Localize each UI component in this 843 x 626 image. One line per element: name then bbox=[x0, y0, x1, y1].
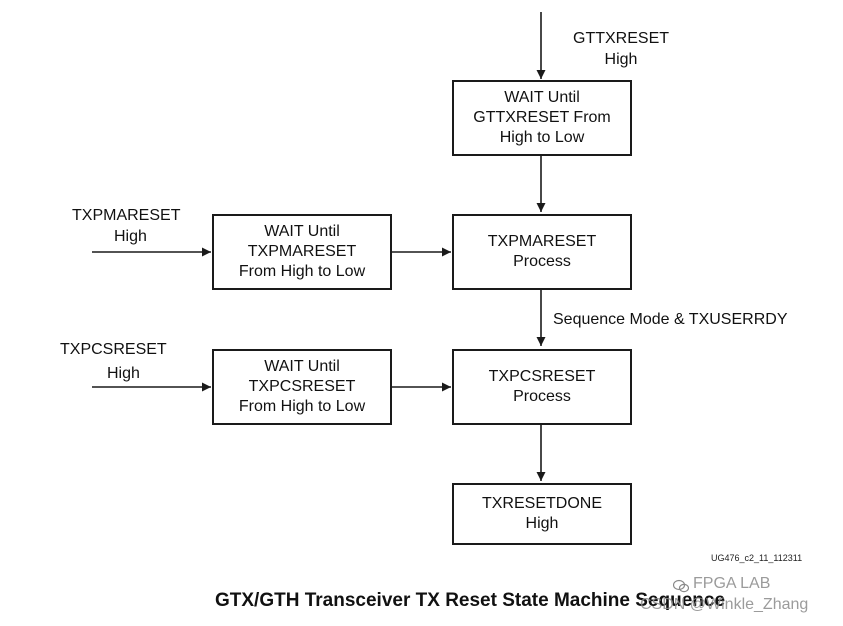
gttxreset-input-label: GTTXRESET High bbox=[573, 30, 670, 68]
watermark-fpga-lab: FPGA LAB bbox=[693, 575, 771, 592]
txpmareset-input-label: TXPMARESET High bbox=[72, 207, 181, 245]
watermark-csdn: CSDN @Winkle_Zhang bbox=[640, 596, 809, 613]
wait-txpmareset-state: WAIT Until TXPMARESET From High to Low bbox=[212, 214, 392, 290]
txpcsreset-input-label: TXPCSRESET High bbox=[60, 341, 167, 382]
figure-caption: GTX/GTH Transceiver TX Reset State Machi… bbox=[215, 590, 726, 611]
txpmareset-process-state: TXPMARESET Process bbox=[452, 214, 632, 290]
sequence-mode-edge-label: Sequence Mode & TXUSERRDY bbox=[553, 311, 788, 328]
wait-txpcsreset-state: WAIT Until TXPCSRESET From High to Low bbox=[212, 349, 392, 425]
txpcsreset-process-state: TXPCSRESET Process bbox=[452, 349, 632, 425]
wechat-icon bbox=[673, 579, 689, 593]
figure-id: UG476_c2_11_112311 bbox=[711, 553, 803, 563]
txresetdone-state: TXRESETDONE High bbox=[452, 483, 632, 545]
wait-gttxreset-state: WAIT Until GTTXRESET From High to Low bbox=[452, 80, 632, 156]
